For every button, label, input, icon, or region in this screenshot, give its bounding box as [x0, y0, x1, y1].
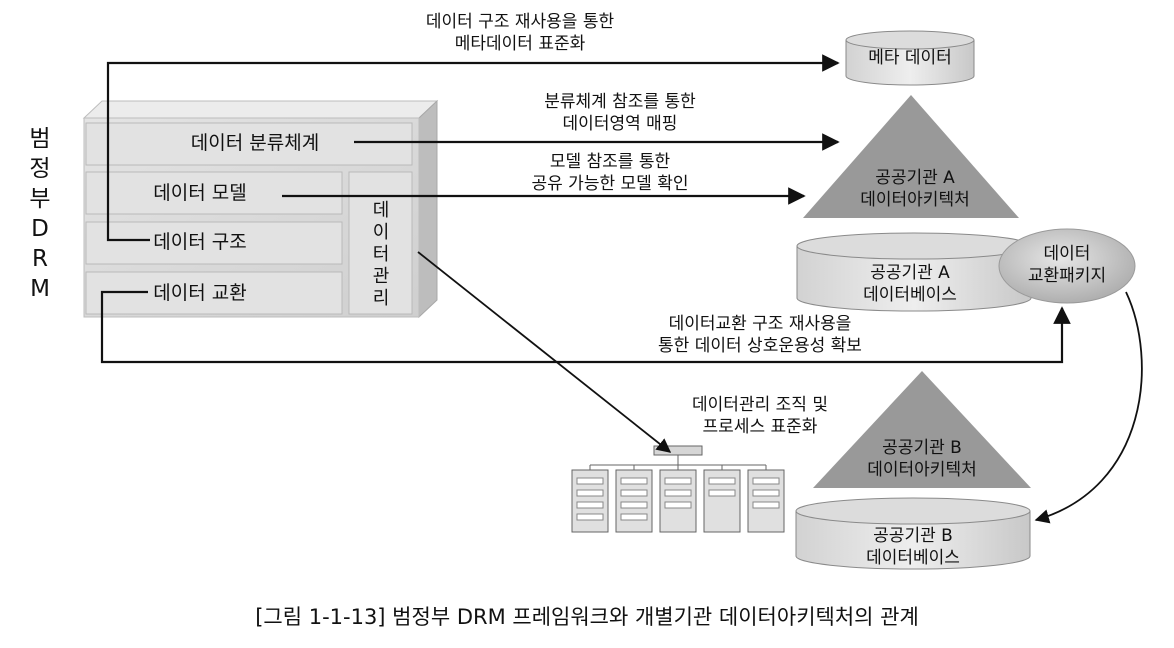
exchange-package-ellipse [998, 228, 1136, 304]
title-char: 범 [29, 126, 51, 152]
exchange-package-label-line1: 데이터 [1043, 244, 1091, 264]
management-char: 터 [372, 244, 390, 265]
db-a-cylinder [796, 232, 1032, 312]
management-vertical: 데 이 터 관 리 [366, 200, 396, 310]
management-char: 이 [372, 222, 390, 243]
layer-structure: 데이터 구조 [153, 231, 247, 253]
edge-structure-to-metadata [106, 54, 840, 242]
db-b-label-line2: 데이터베이스 [866, 548, 960, 568]
edge-label-model-line2: 공유 가능한 모델 확인 [531, 174, 689, 194]
drm-vertical-title: 범 정 부 D R M [20, 124, 60, 304]
edge-label-metadata-line1: 데이터 구조 재사용을 통한 [425, 12, 615, 32]
edge-label-management-line1: 데이터관리 조직 및 [692, 395, 828, 415]
edge-label-classification-line1: 분류체계 참조를 통한 [544, 92, 696, 112]
drm-framework-block [82, 99, 439, 319]
edge-management-to-org [417, 251, 672, 453]
org-chart-illustration [571, 445, 785, 533]
edge-label-metadata-line2: 메타데이터 표준화 [454, 34, 586, 54]
layer-classification: 데이터 분류체계 [190, 132, 320, 154]
layer-exchange: 데이터 교환 [153, 282, 247, 304]
title-char: D [31, 216, 49, 242]
edge-label-model-line1: 모델 참조를 통한 [549, 152, 671, 172]
arch-a-label-line2: 데이터아키텍처 [860, 190, 970, 210]
db-b-label-line1: 공공기관 B [873, 526, 953, 546]
management-char: 리 [372, 288, 390, 309]
edge-label-classification-line2: 데이터영역 매핑 [562, 114, 678, 134]
exchange-package-label-line2: 교환패키지 [1027, 266, 1107, 286]
edge-package-to-db-b [1034, 291, 1143, 524]
title-char: 부 [29, 186, 51, 212]
title-char: 정 [29, 156, 51, 182]
arch-b-triangle [813, 371, 1031, 488]
arch-b-label-line1: 공공기관 B [882, 438, 962, 458]
title-char: M [30, 276, 50, 302]
edge-exchange-to-package [100, 290, 1071, 364]
db-a-label-line2: 데이터베이스 [863, 285, 957, 305]
management-char: 데 [372, 200, 390, 221]
edge-label-exchange-line1: 데이터교환 구조 재사용을 [668, 314, 852, 334]
layer-model: 데이터 모델 [153, 182, 247, 204]
metadata-label: 메타 데이터 [868, 48, 952, 68]
arch-a-triangle [803, 95, 1019, 218]
title-char: R [32, 246, 48, 272]
db-b-cylinder [795, 497, 1031, 570]
figure-caption: [그림 1-1-13] 범정부 DRM 프레임워크와 개별기관 데이터아키텍처의… [255, 605, 919, 629]
edge-label-management-line2: 프로세스 표준화 [702, 417, 818, 437]
arch-b-label-line2: 데이터아키텍처 [867, 460, 977, 480]
db-a-label-line1: 공공기관 A [870, 263, 950, 283]
arch-a-label-line1: 공공기관 A [875, 168, 955, 188]
edge-label-exchange-line2: 통한 데이터 상호운용성 확보 [658, 336, 862, 356]
management-char: 관 [372, 266, 390, 287]
metadata-cylinder [845, 30, 975, 86]
